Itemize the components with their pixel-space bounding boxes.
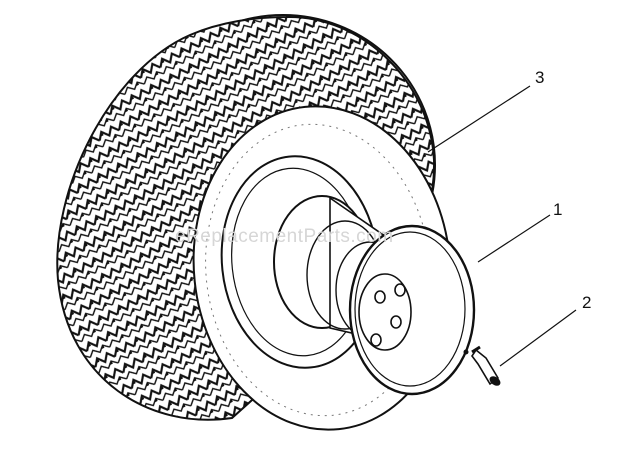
valve-hole <box>463 349 469 355</box>
callout-number-2: 2 <box>582 293 591 312</box>
lug-hole <box>394 283 406 297</box>
rim-front-lip <box>354 231 466 387</box>
valve-stem-base <box>471 345 481 354</box>
leader-line-1 <box>477 214 551 263</box>
lug-hole <box>390 315 402 329</box>
lug-hole <box>370 333 382 347</box>
callout-2: 2 <box>499 293 591 367</box>
valve-stem <box>471 345 501 386</box>
valve-stem-body <box>471 348 500 386</box>
rim-front-flange <box>348 224 476 396</box>
callout-number-1: 1 <box>553 200 562 219</box>
leader-line-2 <box>499 309 577 367</box>
valve-stem-cap <box>489 376 501 386</box>
callout-number-3: 3 <box>535 68 544 87</box>
watermark-text: eReplacementParts.com <box>175 226 394 247</box>
callout-1: 1 <box>477 200 562 263</box>
lug-hole <box>374 290 386 304</box>
callout-3: 3 <box>427 68 544 153</box>
leader-line-3 <box>427 85 531 153</box>
wheel-rim <box>273 195 476 396</box>
